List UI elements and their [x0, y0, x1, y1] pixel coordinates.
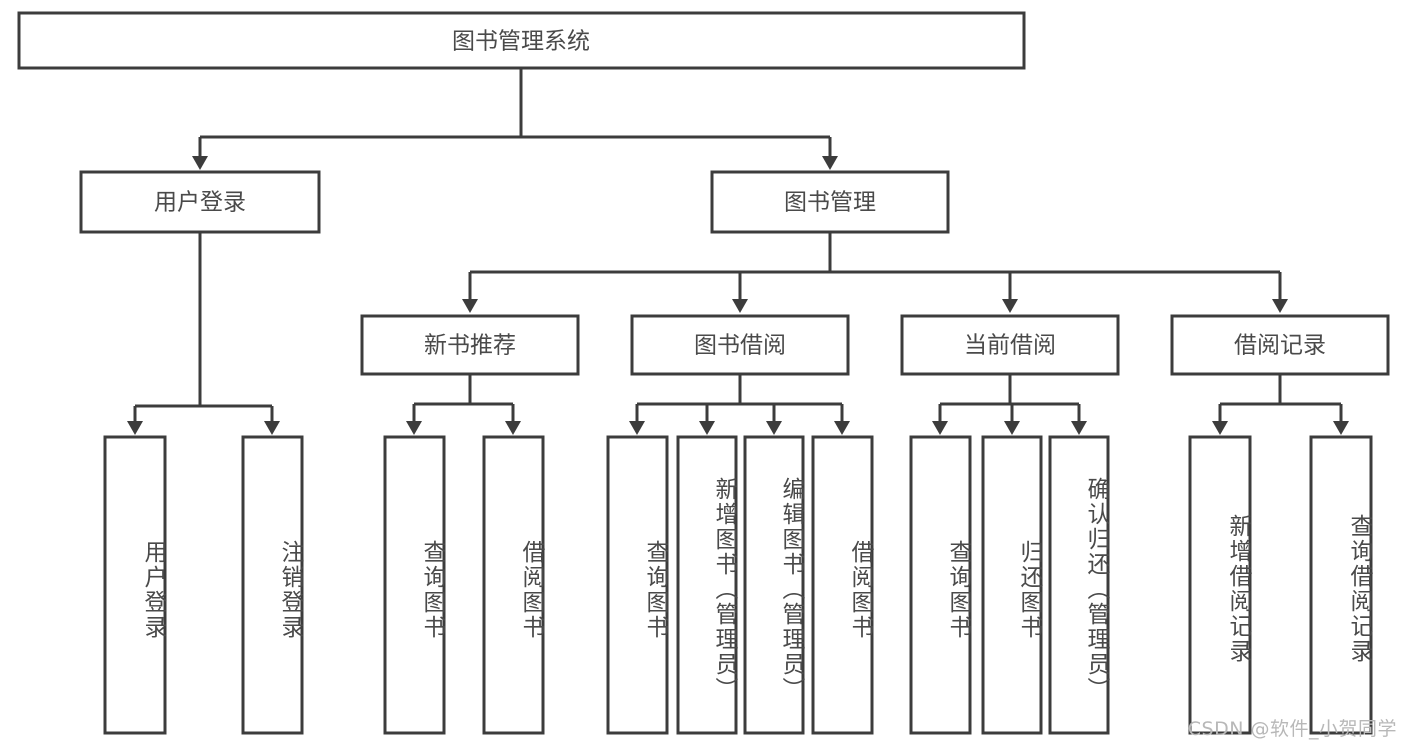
connector-group-book-manage: [462, 232, 1288, 313]
leaf-confirm-return-box[interactable]: [1048, 435, 1110, 735]
leaf-query-book-2-box[interactable]: [606, 435, 669, 735]
node-book-manage-label: 图书管理: [784, 190, 876, 216]
leaf-add-book-box[interactable]: [676, 435, 738, 735]
node-book-borrow-label: 图书借阅: [694, 333, 786, 359]
node-current-borrow-label: 当前借阅: [964, 333, 1056, 359]
leaf-query-record-box[interactable]: [1309, 435, 1373, 735]
leaf-query-book-3-box[interactable]: [909, 435, 972, 735]
connector-group-user-login: [127, 232, 280, 435]
leaf-query-book-1-box[interactable]: [383, 435, 446, 735]
watermark: CSDN @软件_小贺同学: [1187, 718, 1397, 740]
connector-group-book-borrow: [629, 374, 850, 435]
node-root-label: 图书管理系统: [452, 29, 590, 55]
node-user-login-label: 用户登录: [154, 190, 246, 216]
node-new-book-rec-label: 新书推荐: [424, 333, 516, 359]
node-current-borrow-box[interactable]: [900, 314, 1120, 376]
node-new-book-rec[interactable]: 新书推荐: [360, 314, 580, 376]
leaf-add-record-box[interactable]: [1188, 435, 1252, 735]
node-root-box[interactable]: [17, 11, 1026, 70]
node-borrow-record-label: 借阅记录: [1234, 333, 1326, 359]
node-book-manage[interactable]: 图书管理: [710, 170, 950, 234]
node-book-borrow[interactable]: 图书借阅: [630, 314, 850, 376]
node-user-login[interactable]: 用户登录: [79, 170, 321, 234]
node-current-borrow[interactable]: 当前借阅: [900, 314, 1120, 376]
leaf-box-group: [103, 435, 1373, 735]
connector-group-root: [192, 68, 838, 170]
leaf-return-book-box[interactable]: [981, 435, 1043, 735]
connector-group-current-borrow: [932, 374, 1087, 435]
leaf-logout-box[interactable]: [241, 435, 304, 735]
node-borrow-record-box[interactable]: [1170, 314, 1390, 376]
connector-group-borrow-record: [1212, 374, 1349, 435]
leaf-borrow-book-1-box[interactable]: [482, 435, 545, 735]
node-user-login-box[interactable]: [79, 170, 321, 234]
node-book-manage-box[interactable]: [710, 170, 950, 234]
node-new-book-rec-box[interactable]: [360, 314, 580, 376]
connector-group-new-book-rec: [406, 374, 521, 435]
leaf-user-login-box[interactable]: [103, 435, 167, 735]
node-root[interactable]: 图书管理系统: [17, 11, 1026, 70]
leaf-borrow-book-2-box[interactable]: [811, 435, 874, 735]
leaf-edit-book-box[interactable]: [743, 435, 805, 735]
node-borrow-record[interactable]: 借阅记录: [1170, 314, 1390, 376]
node-book-borrow-box[interactable]: [630, 314, 850, 376]
